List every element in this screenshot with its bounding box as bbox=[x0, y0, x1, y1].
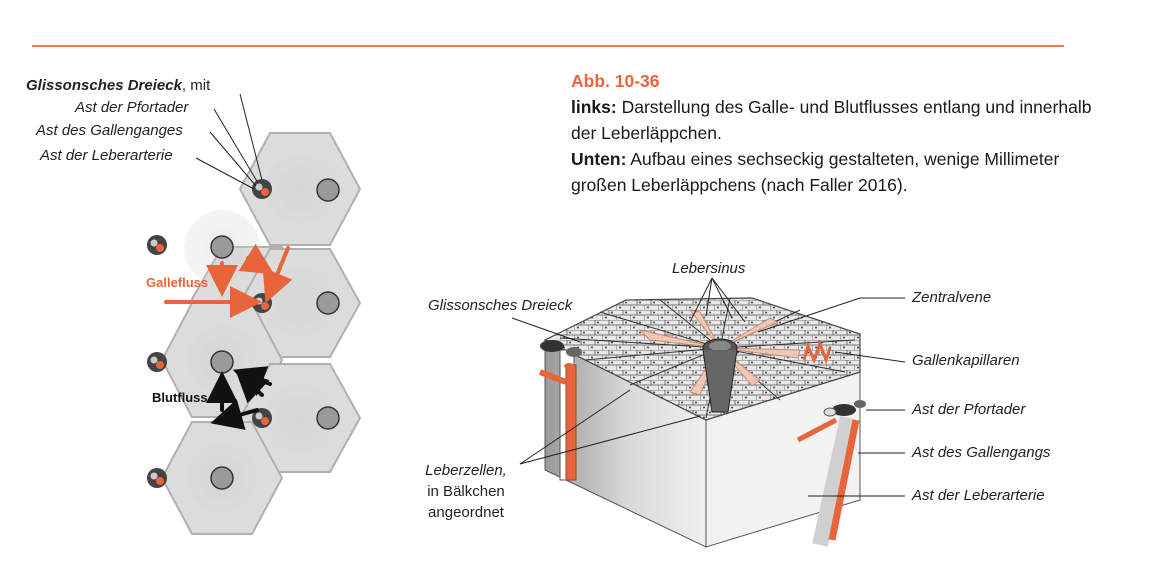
central-vein bbox=[316, 406, 340, 430]
figure-number: Abb. 10-36 bbox=[571, 71, 660, 91]
label-pfortader-left: Ast der Pfortader bbox=[75, 99, 189, 116]
label-glisson-right: Glissonsches Dreieck bbox=[428, 297, 573, 314]
central-vein bbox=[316, 291, 340, 315]
caption-links-text: Darstellung des Galle- und Blutflusses e… bbox=[571, 97, 1092, 143]
leberzellen-line-1: Leberzellen, bbox=[425, 462, 507, 479]
central-vein bbox=[210, 466, 234, 490]
label-gallengangs-right: Ast des Gallengangs bbox=[912, 444, 1051, 461]
central-vein bbox=[210, 350, 234, 374]
glisson-suffix: , mit bbox=[181, 77, 211, 94]
label-pfortader-right: Ast der Pfortader bbox=[912, 401, 1026, 418]
leberzellen-line-2: in Bälkchen bbox=[427, 483, 505, 500]
caption-links-label: links: bbox=[571, 97, 617, 117]
lobule-grid bbox=[147, 93, 362, 535]
header-rule bbox=[32, 45, 1064, 47]
label-gallenkapillaren: Gallenkapillaren bbox=[912, 352, 1020, 369]
glisson-title: Glissonsches Dreieck bbox=[26, 77, 182, 94]
central-vein bbox=[316, 178, 340, 202]
caption-unten-text: Aufbau eines sechseckig gestalteten, wen… bbox=[571, 149, 1060, 195]
label-gallengang-left: Ast des Gallenganges bbox=[36, 122, 183, 139]
label-leberarterie-left: Ast der Leberarterie bbox=[40, 147, 173, 164]
label-zentralvene: Zentralvene bbox=[912, 289, 992, 306]
leberzellen-line-3: angeordnet bbox=[428, 504, 504, 521]
glisson-label: Glissonsches Dreieck, mit bbox=[26, 77, 210, 94]
figure-caption: Abb. 10-36 links: Darstellung des Galle-… bbox=[571, 68, 1111, 198]
gallefluss-label: Gallefluss bbox=[146, 275, 209, 290]
label-leberarterie-right: Ast der Leberarterie bbox=[912, 487, 1045, 504]
blutfluss-label: Blutfluss bbox=[152, 390, 208, 405]
lobule-3d-block bbox=[511, 277, 906, 548]
central-vein bbox=[210, 235, 234, 259]
portal-triads bbox=[147, 179, 272, 488]
label-lebersinus: Lebersinus bbox=[672, 260, 746, 277]
label-leberzellen: Leberzellen, in Bälkchen angeordnet bbox=[408, 460, 524, 523]
caption-unten-label: Unten: bbox=[571, 149, 627, 169]
